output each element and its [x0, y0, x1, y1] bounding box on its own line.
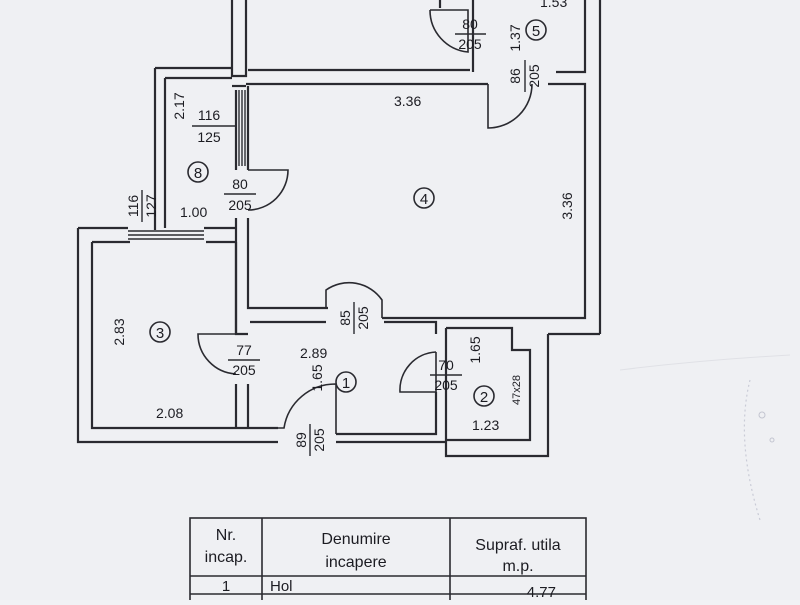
- dim-1-00: 1.00: [180, 204, 207, 220]
- header-mp: m.p.: [502, 558, 533, 575]
- dim-47x28: 47x28: [511, 375, 523, 405]
- door-size-80-205-top: 80 205: [455, 16, 486, 52]
- door-size-89-205: 89 205: [293, 424, 327, 456]
- rooms-table: Nr. incap. Denumire incapere Supraf. uti…: [189, 517, 587, 605]
- door-width: 85: [337, 310, 353, 326]
- dim-3-36-vertical: 3.36: [559, 192, 575, 219]
- dim-3-36-horizontal: 3.36: [394, 93, 421, 109]
- stamp-dot: [758, 411, 766, 419]
- door-width: 77: [236, 342, 252, 358]
- room-number-2-text: 2: [480, 389, 488, 406]
- room-number-8-text: 8: [194, 165, 202, 182]
- dim-1-53: 1.53: [540, 0, 567, 10]
- door-size-77-205: 77 205: [228, 342, 260, 378]
- door-size-85-205: 85 205: [337, 302, 371, 334]
- room-number-1: 1: [335, 371, 357, 393]
- doors: [197, 9, 533, 434]
- door-height: 205: [228, 197, 252, 213]
- table-header: Nr. incap. Denumire incapere Supraf. uti…: [205, 527, 561, 575]
- door-size-86-205: 86 205: [507, 60, 542, 92]
- window-size-116-125: 116 125: [192, 107, 236, 145]
- dim-1-65-room2: 1.65: [467, 336, 483, 363]
- window-width: 116: [198, 107, 221, 123]
- door-width: 80: [232, 176, 248, 192]
- row-name: Hol: [270, 578, 293, 595]
- door-width: 70: [438, 357, 454, 373]
- dim-2-89: 2.89: [300, 345, 327, 361]
- header-incapere: incapere: [325, 554, 386, 571]
- table-border: [189, 517, 587, 605]
- room-number-4-text: 4: [420, 191, 428, 208]
- door-swing-89: [278, 383, 337, 434]
- window-size-116-127: 116 127: [125, 190, 159, 222]
- door-size-70-205: 70 205: [430, 357, 462, 393]
- door-height: 205: [526, 64, 542, 88]
- dim-2-17: 2.17: [171, 92, 187, 119]
- windows: [128, 90, 246, 240]
- room-number-2: 2: [473, 385, 495, 407]
- door-swing-80-mid: [247, 169, 289, 211]
- dimension-labels: 1.53 1.37 3.36 3.36 2.17 1.00 2.83 2.08 …: [111, 0, 575, 433]
- header-supraf-utila: Supraf. utila: [475, 537, 560, 554]
- door-height: 205: [458, 36, 482, 52]
- door-swing-77: [197, 333, 237, 375]
- wall-room2: [444, 328, 550, 458]
- wall-upper-right-inner: [556, 0, 587, 74]
- door-swing-top: [429, 9, 469, 53]
- room-number-1-text: 1: [342, 375, 350, 392]
- room-number-8: 8: [187, 161, 209, 183]
- door-width: 80: [462, 16, 478, 32]
- window-width: 116: [125, 195, 141, 218]
- room-number-3-text: 3: [156, 325, 164, 342]
- wall-hall-bottom: [336, 392, 438, 436]
- door-swing-86: [487, 83, 533, 129]
- dim-2-83: 2.83: [111, 318, 127, 345]
- table-row: 1 Hol 4.77: [222, 578, 556, 601]
- stamp-dot: [769, 437, 775, 443]
- wall-room3-inner: [90, 242, 278, 430]
- room-number-4: 4: [413, 187, 435, 209]
- door-width: 86: [507, 68, 523, 84]
- dim-1-65-hall: 1.65: [309, 364, 325, 391]
- wall-hall-top-right: [384, 320, 438, 334]
- door-size-80-205-mid: 80 205: [224, 176, 256, 213]
- window-height: 127: [143, 194, 159, 218]
- paper-crease: [619, 354, 791, 371]
- door-size-labels: 80 205 86 205 116 125 80 205 116 127: [125, 16, 542, 456]
- dim-1-37: 1.37: [507, 24, 523, 51]
- wall-room2-inner: [446, 326, 532, 442]
- door-height: 205: [232, 362, 256, 378]
- room-labels: 1 2 3 4 5 8: [149, 19, 547, 407]
- door-height: 205: [355, 306, 371, 330]
- room-number-5-text: 5: [532, 23, 540, 40]
- walls: [76, 0, 602, 458]
- wall-room4-left-lower-inner: [246, 218, 328, 310]
- wall-room3-outer: [76, 228, 278, 444]
- header-denumire: Denumire: [321, 531, 390, 548]
- door-swing-85: [325, 281, 383, 318]
- dim-1-23: 1.23: [472, 417, 499, 433]
- row-nr: 1: [222, 578, 230, 595]
- window-height: 125: [197, 129, 221, 145]
- room-number-5: 5: [525, 19, 547, 41]
- wall-upper-left: [230, 0, 248, 78]
- wall-room4-right-bottom: [382, 82, 587, 320]
- header-nr: Nr.: [216, 527, 236, 544]
- row-area: 4.77: [527, 584, 556, 600]
- door-width: 89: [293, 432, 309, 448]
- door-swing-70: [399, 351, 437, 393]
- door-height: 205: [434, 377, 458, 393]
- dim-2-08: 2.08: [156, 405, 183, 421]
- stamp-outline: [743, 379, 761, 521]
- header-incap: incap.: [205, 549, 248, 566]
- door-height: 205: [311, 428, 327, 452]
- room-number-3: 3: [149, 321, 171, 343]
